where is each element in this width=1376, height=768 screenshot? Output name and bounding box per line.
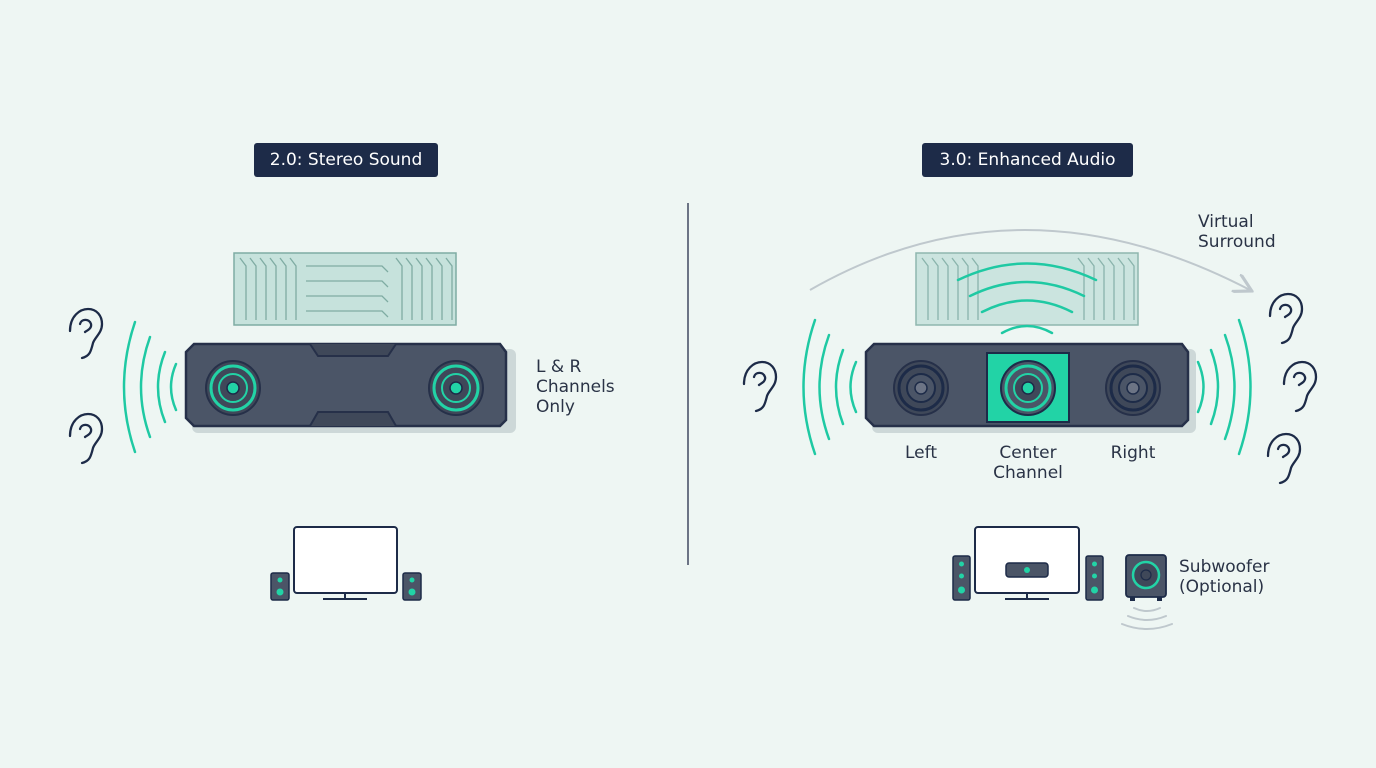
left-tv-icon <box>293 526 398 600</box>
ear-icon <box>1266 432 1302 485</box>
ear-icon <box>68 307 104 360</box>
center-channel-label: Center Channel <box>993 443 1063 483</box>
subwoofer-label: Subwoofer (Optional) <box>1179 557 1270 597</box>
left-speaker-driver-icon <box>893 360 949 416</box>
left-speaker-label: Left <box>905 443 937 463</box>
right-tv-icon <box>974 526 1080 600</box>
right-speaker-driver-icon <box>1105 360 1161 416</box>
mini-soundbar-icon <box>1005 562 1049 578</box>
right-grille-panel-icon <box>915 252 1139 326</box>
left-sound-wave-icon <box>802 318 858 456</box>
virtual-surround-label: Virtual Surround <box>1198 212 1276 252</box>
tower-speaker-icon <box>402 572 422 601</box>
stereo-title-badge: 2.0: Stereo Sound <box>254 143 438 177</box>
surround-arc-icon <box>809 229 1250 290</box>
ear-icon <box>68 412 104 465</box>
ear-icon <box>1268 292 1304 345</box>
subwoofer-sound-wave-icon <box>1121 607 1173 630</box>
right-speaker-driver-icon <box>428 360 484 416</box>
right-sound-wave-icon <box>1196 318 1252 456</box>
tower-speaker-icon <box>270 572 290 601</box>
ear-icon <box>1282 360 1318 413</box>
ear-icon <box>742 360 778 413</box>
subwoofer-icon <box>1125 554 1167 601</box>
left-grille-panel-icon <box>233 252 457 326</box>
left-sound-wave-icon <box>122 320 178 454</box>
right-speaker-label: Right <box>1110 443 1156 463</box>
left-speaker-driver-icon <box>205 360 261 416</box>
center-sound-wave-icon <box>956 262 1098 335</box>
enhanced-title-badge: 3.0: Enhanced Audio <box>922 143 1133 177</box>
tower-speaker-icon <box>1085 555 1104 601</box>
center-speaker-driver-icon <box>1000 360 1056 416</box>
tower-speaker-icon <box>952 555 971 601</box>
channel-note-label: L & R Channels Only <box>536 357 615 417</box>
